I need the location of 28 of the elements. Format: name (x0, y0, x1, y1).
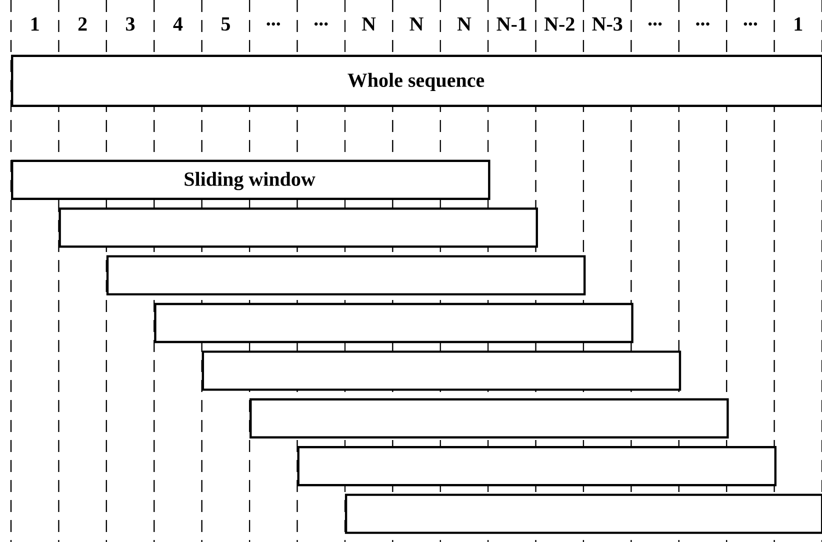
column-label: ... (646, 21, 664, 27)
column-label: 1 (792, 16, 804, 32)
box-label: Sliding window (184, 172, 316, 190)
column-label: ... (312, 21, 330, 27)
window-box (11, 160, 490, 200)
window-box (58, 208, 538, 248)
column-label: 4 (172, 16, 184, 32)
column-label: N (360, 16, 378, 32)
column-label: 3 (124, 16, 136, 32)
column-label: ... (694, 21, 712, 27)
column-label: ... (742, 21, 759, 27)
box-label: Whole sequence (348, 72, 484, 92)
window-box (106, 255, 586, 296)
window-box (250, 398, 729, 438)
column-label: ... (264, 21, 282, 27)
column-label: N (408, 16, 425, 32)
column-label: 1 (28, 16, 41, 32)
window-box (154, 302, 634, 344)
column-label: N-1 (495, 16, 528, 32)
column-label: 5 (220, 16, 232, 32)
sequence-box (11, 54, 822, 107)
window-box (297, 446, 776, 486)
column-label: N-3 (590, 16, 624, 32)
column-label: N (456, 16, 472, 32)
window-box (202, 350, 682, 391)
column-label: 2 (76, 16, 89, 32)
window-box (344, 494, 822, 534)
column-label: N-2 (543, 16, 576, 32)
